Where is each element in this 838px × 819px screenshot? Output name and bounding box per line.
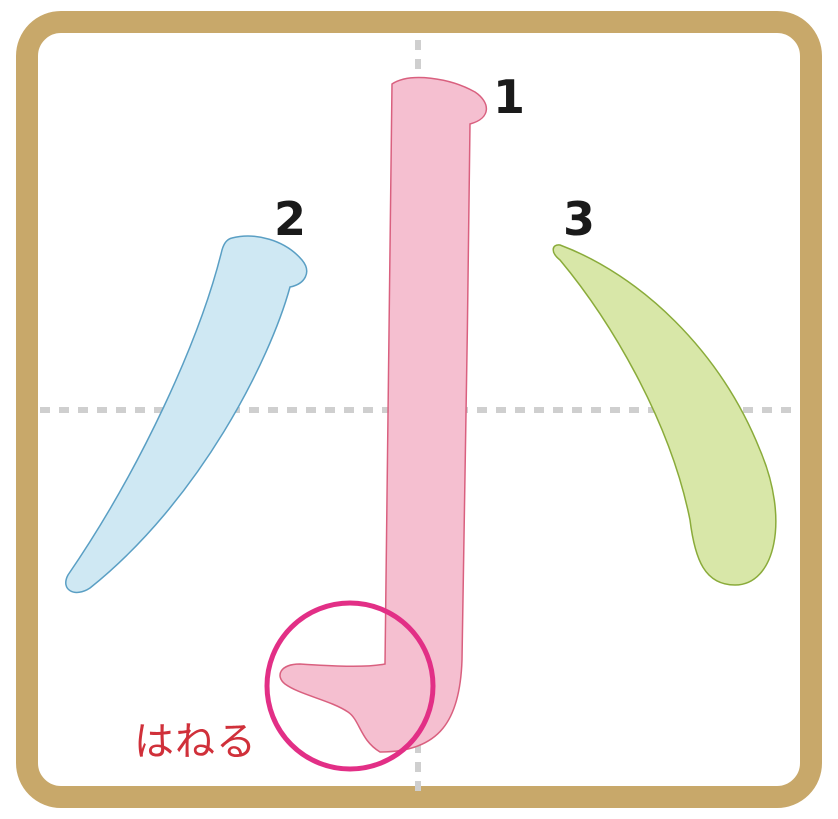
stroke-number-3: 3 (563, 196, 595, 242)
stroke-number-1: 1 (493, 74, 525, 120)
hane-annotation: はねる (134, 722, 257, 762)
stroke-number-2: 2 (274, 196, 306, 242)
